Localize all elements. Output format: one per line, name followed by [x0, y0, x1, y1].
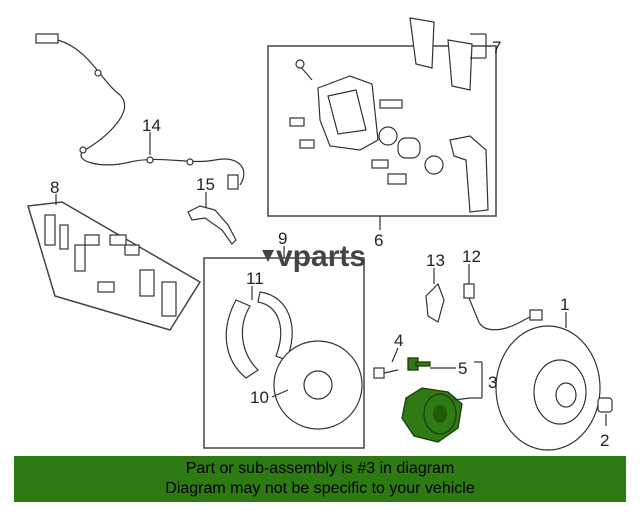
hose-bracket[interactable]	[425, 268, 445, 323]
callout-7: 7	[492, 38, 501, 57]
abs-sensor-wire[interactable]	[35, 33, 245, 190]
callout-4: 4	[394, 331, 403, 350]
brake-pads[interactable]	[409, 17, 487, 91]
callout-9: 9	[278, 229, 287, 248]
callout-8: 8	[50, 178, 59, 197]
brake-rotor[interactable]	[495, 325, 601, 451]
backing-plate[interactable]	[273, 340, 363, 430]
brake-shoes[interactable]	[225, 291, 293, 379]
svg-text:vparts: vparts	[276, 240, 366, 273]
callout-3: 3	[488, 373, 497, 392]
callout-11: 11	[246, 269, 264, 288]
callout-15: 15	[196, 175, 215, 194]
callout-13: 13	[426, 251, 445, 270]
callout-10: 10	[250, 388, 269, 407]
caliper-parts	[289, 59, 489, 213]
caliper-assembly-box[interactable]	[267, 45, 497, 217]
bracket-part[interactable]	[187, 192, 237, 245]
callout-2: 2	[600, 431, 609, 450]
mounting-bolt[interactable]	[373, 347, 399, 379]
parts-diagram: 14 15 8 6	[27, 17, 613, 451]
brake-hose[interactable]	[463, 264, 543, 331]
hub-bearing-assembly-highlight[interactable]	[401, 357, 463, 443]
banner-line-2: Diagram may not be specific to your vehi…	[165, 480, 475, 497]
banner-line-1: Part or sub-assembly is #3 in diagram	[185, 460, 455, 477]
info-banner: Part or sub-assembly is #3 in diagram Di…	[14, 456, 626, 502]
pad-hardware-kit[interactable]	[27, 194, 202, 331]
callout-6: 6	[374, 231, 383, 250]
callout-1: 1	[560, 295, 569, 314]
hub-nut[interactable]	[597, 397, 613, 426]
callout-5: 5	[458, 359, 467, 378]
callout-14: 14	[142, 116, 161, 135]
callout-12: 12	[462, 247, 481, 266]
vparts-logo: vparts	[262, 240, 366, 273]
